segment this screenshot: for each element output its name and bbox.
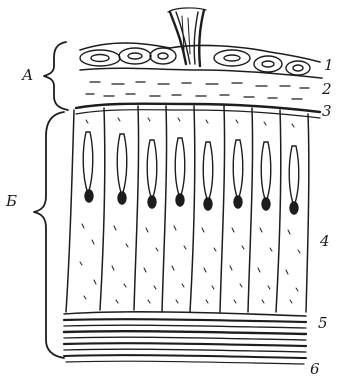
columnar-cells <box>66 106 309 312</box>
brace-b <box>34 112 64 358</box>
label-3: 3 <box>322 102 332 120</box>
label-section-b: Б <box>5 192 17 210</box>
label-6: 6 <box>310 360 320 378</box>
label-5: 5 <box>318 314 328 332</box>
brace-a <box>44 42 68 110</box>
fibrous-layer <box>86 82 309 99</box>
boundary-layer <box>76 104 320 118</box>
dense-fibrous-band <box>64 312 306 364</box>
outer-cell-layer <box>80 43 322 78</box>
label-1: 1 <box>324 56 334 74</box>
label-4: 4 <box>319 232 330 250</box>
label-section-a: А <box>21 66 33 84</box>
duct-stalk <box>168 8 206 66</box>
label-2: 2 <box>321 80 332 98</box>
